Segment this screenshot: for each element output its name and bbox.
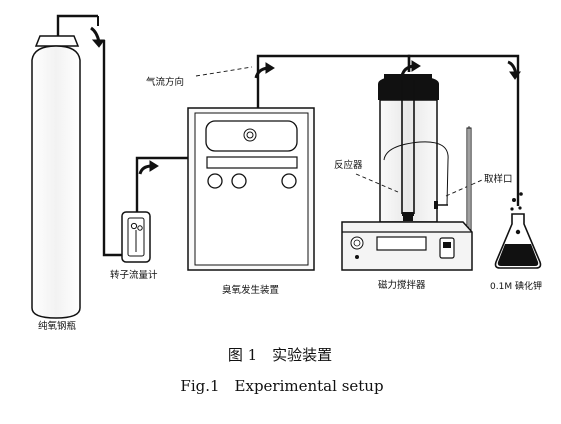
reactor-icon bbox=[378, 74, 448, 223]
airflow-leader-line bbox=[195, 66, 253, 77]
ki-flask-icon bbox=[494, 192, 542, 269]
reactor-leader-line bbox=[355, 173, 399, 193]
ozone-generator-label: 臭氧发生装置 bbox=[222, 284, 279, 296]
sampling-port-label: 取样口 bbox=[484, 173, 513, 185]
flowmeter-label: 转子流量计 bbox=[110, 269, 158, 281]
sampling-port-leader-line bbox=[445, 179, 483, 197]
reactor-label: 反应器 bbox=[334, 159, 363, 171]
ki-flask-label: 0.1M 碘化钾 bbox=[490, 280, 542, 292]
sampling-tube bbox=[383, 141, 449, 206]
ozone-generator-icon bbox=[187, 107, 315, 271]
oxygen-cylinder-icon bbox=[31, 35, 81, 319]
cylinder-label: 纯氧钢瓶 bbox=[38, 320, 77, 332]
airflow-direction-label: 气流方向 bbox=[146, 76, 184, 88]
flow-arrow-icons bbox=[90, 26, 521, 175]
stirrer-label: 磁力搅拌器 bbox=[378, 279, 426, 291]
magnetic-stirrer-icon bbox=[341, 221, 473, 271]
gas-tubing bbox=[56, 14, 520, 257]
flowmeter-icon bbox=[121, 211, 151, 263]
caption-chinese: 图 1 实验装置 bbox=[228, 346, 332, 364]
caption-english: Fig.1 Experimental setup bbox=[180, 377, 383, 395]
